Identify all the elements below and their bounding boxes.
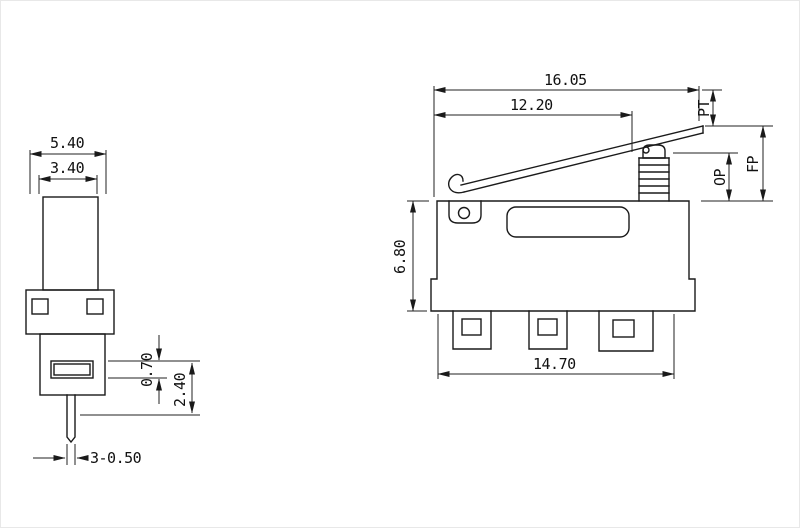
dim-step-height: 0.70	[138, 352, 156, 387]
terminals	[452, 310, 654, 352]
lever-arm	[447, 125, 704, 194]
lever-rivet	[642, 146, 650, 154]
step-feature-outer	[50, 360, 94, 379]
dim-body-height: 6.80	[391, 239, 409, 274]
left-view-part	[25, 196, 115, 444]
switch-body-upper	[25, 289, 115, 335]
dim-body-width: 14.70	[533, 355, 576, 373]
label-recess	[506, 206, 630, 238]
label-fp: FP	[744, 155, 762, 173]
plunger-spring	[638, 157, 670, 202]
dim-lever-length: 16.05	[544, 71, 587, 89]
terminal-1	[452, 310, 492, 350]
right-view-dimensions: 16.05 12.20 PT OP FP 6.80 14.70	[391, 71, 773, 379]
left-view-dimensions: 5.40 3.40 0.70 2.40 3-0.50	[29, 134, 200, 467]
body-notch-left	[31, 298, 49, 315]
label-pt: PT	[695, 99, 713, 117]
mounting-hole	[457, 206, 471, 220]
terminal-2-hole	[537, 318, 558, 336]
right-view-part	[430, 125, 704, 352]
dim-lower-height: 2.40	[171, 372, 189, 407]
terminal-2	[528, 310, 568, 350]
dim-inner-width: 3.40	[50, 159, 85, 177]
mounting-ear	[448, 200, 482, 224]
body-notch-right	[86, 298, 104, 315]
plunger-button	[42, 196, 99, 291]
terminal-3-hole	[612, 319, 635, 338]
dim-pin-spec: 3-0.50	[90, 449, 142, 467]
dim-lever-inner: 12.20	[510, 96, 553, 114]
bottom-pin	[66, 394, 76, 444]
terminal-1-hole	[461, 318, 482, 336]
switch-body-lower	[39, 333, 106, 396]
dim-outer-width: 5.40	[50, 134, 85, 152]
terminal-3	[598, 310, 654, 352]
step-feature-inner	[53, 363, 91, 376]
label-op: OP	[711, 168, 729, 186]
switch-housing	[430, 200, 696, 312]
